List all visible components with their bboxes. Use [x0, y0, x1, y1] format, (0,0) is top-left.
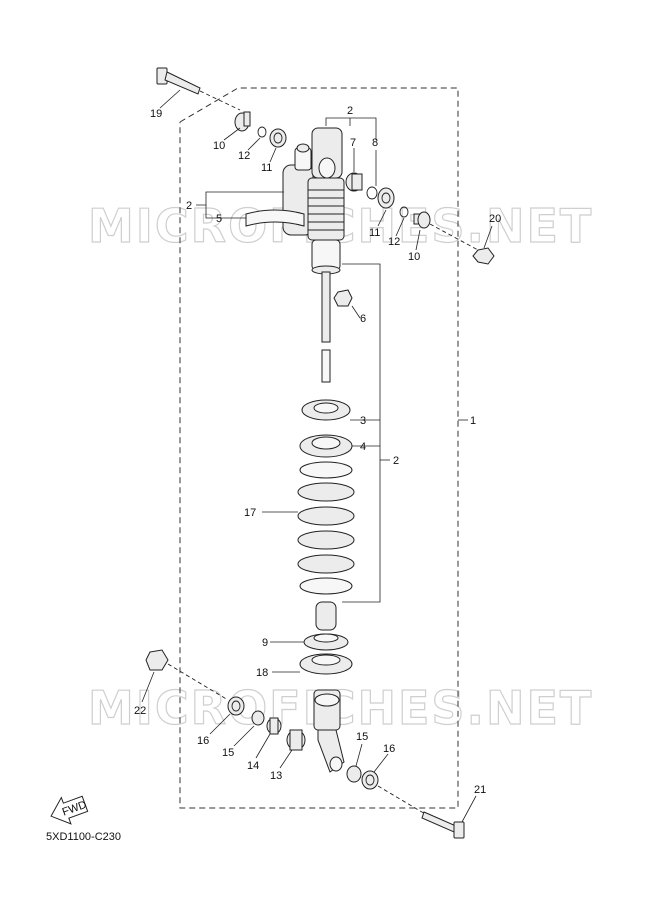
- callout-8: 8: [372, 137, 378, 149]
- callout-3: 3: [360, 415, 366, 427]
- collar-13: [286, 729, 306, 751]
- callout-12-left: 12: [238, 150, 250, 162]
- collar-10-right: [413, 211, 431, 229]
- callout-9: 9: [262, 637, 268, 649]
- seal-15-left: [251, 710, 265, 726]
- seal-15-right: [346, 765, 362, 783]
- callout-20: 20: [489, 213, 501, 225]
- callout-10-left: 10: [213, 140, 225, 152]
- oring-12-left: [257, 126, 267, 138]
- callout-16-left: 16: [197, 735, 209, 747]
- bump-stop-9: [303, 601, 349, 651]
- lower-eye: [313, 689, 345, 773]
- diagram-code: 5XD1100-C230: [46, 831, 121, 843]
- callout-15-left: 15: [222, 747, 234, 759]
- label-5: [245, 209, 305, 227]
- callout-4: 4: [360, 441, 366, 453]
- callout-2-left: 2: [186, 200, 192, 212]
- bushing-14: [266, 717, 282, 735]
- shock-body: [307, 127, 345, 275]
- callout-11-right: 11: [369, 227, 380, 239]
- spring-seat-18: [299, 653, 353, 675]
- axis-line-left-bottom: [167, 663, 229, 701]
- callout-6: 6: [360, 313, 366, 325]
- bushing-7: [345, 172, 363, 192]
- callout-1: 1: [470, 415, 476, 427]
- collar-16-right: [361, 770, 379, 790]
- callout-labels: 19 10 12 11 2 7 8 2 5 11 12 10 20 6 1 3 …: [134, 105, 501, 796]
- bushing-11-left: [269, 128, 287, 148]
- callout-15-right: 15: [356, 731, 368, 743]
- callout-19: 19: [150, 108, 162, 120]
- bolt-19: [156, 67, 241, 111]
- collar-16-left: [227, 696, 245, 716]
- bolt-21: [421, 811, 465, 839]
- fwd-arrow-icon: FWD: [50, 795, 88, 825]
- oring-8: [366, 186, 378, 200]
- watermark-bottom: MICROFICHES.NET: [88, 681, 593, 735]
- callout-2-top: 2: [347, 105, 353, 117]
- callout-11-left: 11: [261, 162, 272, 174]
- axis-line-right-top: [429, 223, 479, 251]
- callout-5: 5: [216, 213, 222, 225]
- callout-14: 14: [247, 760, 259, 772]
- callout-7: 7: [350, 137, 356, 149]
- leader-lines: [141, 89, 493, 823]
- oring-12-right: [399, 206, 409, 218]
- callout-18: 18: [256, 667, 268, 679]
- callout-13: 13: [270, 770, 282, 782]
- axis-line-right-bottom: [377, 785, 433, 819]
- callout-12-right: 12: [388, 236, 400, 248]
- collar-10-left: [234, 111, 251, 132]
- callout-10-right: 10: [408, 251, 420, 263]
- spring-17: [297, 461, 355, 595]
- callout-21: 21: [474, 784, 486, 796]
- adjuster-4: [299, 434, 353, 458]
- locknut-3: [301, 399, 351, 421]
- callout-2-mid: 2: [393, 455, 399, 467]
- piston-rod: [321, 271, 331, 383]
- nut-6: [333, 289, 353, 307]
- callout-16-right: 16: [383, 743, 395, 755]
- nut-20: [472, 247, 495, 265]
- callout-22: 22: [134, 705, 146, 717]
- bushing-11-right: [377, 187, 395, 209]
- nut-22: [145, 649, 169, 671]
- callout-17: 17: [244, 507, 256, 519]
